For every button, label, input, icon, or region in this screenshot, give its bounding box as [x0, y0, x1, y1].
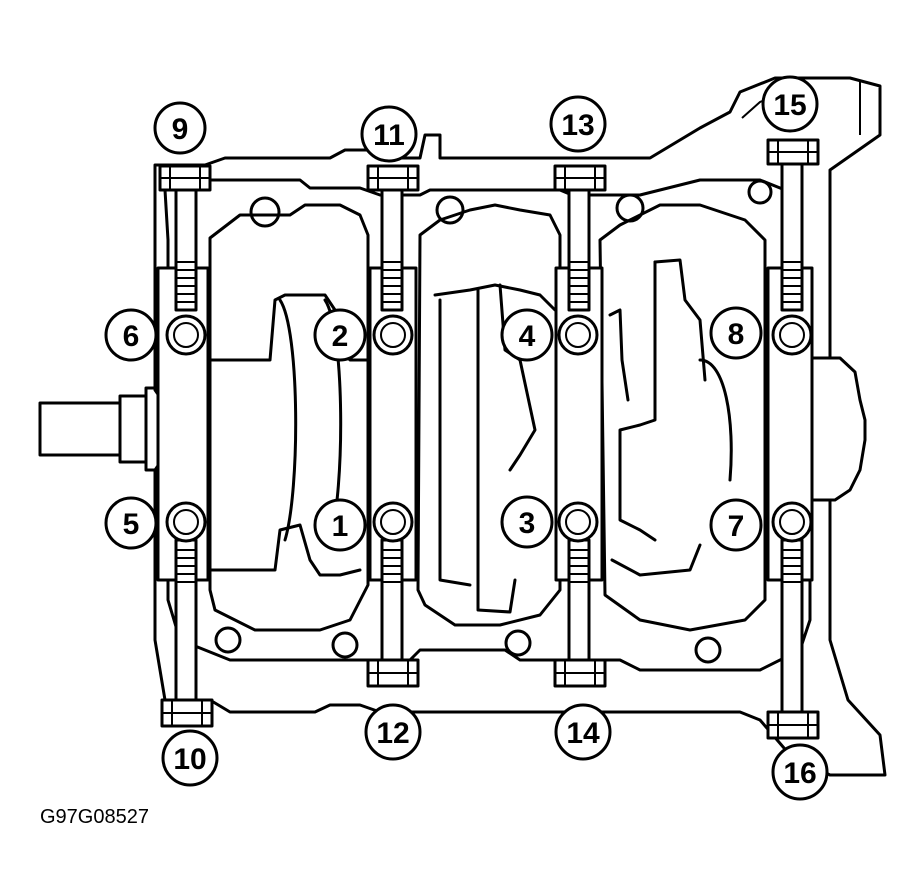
bolt-heads-top-view: [165, 314, 813, 543]
svg-text:10: 10: [173, 743, 206, 776]
callout-14: 14: [554, 703, 612, 761]
svg-text:13: 13: [561, 109, 594, 142]
crankshaft: [208, 258, 733, 614]
oil-holes: [214, 179, 773, 664]
svg-text:8: 8: [728, 318, 745, 351]
callout-3: 3: [500, 495, 554, 549]
bolt-11: [366, 164, 420, 312]
bolt-10: [160, 538, 214, 728]
callout-9: 9: [153, 101, 207, 155]
bolt-15: [766, 138, 820, 312]
callout-15: 15: [761, 75, 819, 133]
callout-10: 10: [161, 729, 219, 787]
callout-2: 2: [313, 308, 367, 362]
svg-text:5: 5: [123, 508, 140, 541]
svg-text:12: 12: [376, 717, 409, 750]
svg-text:9: 9: [172, 113, 189, 146]
callout-5: 5: [104, 496, 158, 550]
svg-text:15: 15: [773, 89, 806, 122]
crankshaft-nose: [38, 386, 168, 472]
callout-1: 1: [313, 498, 367, 552]
callout-11: 11: [360, 105, 418, 163]
callout-13: 13: [549, 95, 607, 153]
svg-text:2: 2: [332, 320, 349, 353]
crankshaft-rear-flange: [810, 356, 867, 502]
callout-4: 4: [500, 308, 554, 362]
svg-text:6: 6: [123, 320, 140, 353]
callout-7: 7: [709, 498, 763, 552]
inner-outline: [163, 178, 812, 672]
bolt-12: [366, 538, 420, 688]
svg-text:4: 4: [519, 320, 536, 353]
svg-text:14: 14: [566, 717, 600, 750]
svg-text:16: 16: [783, 757, 816, 790]
bolt-9: [158, 164, 212, 312]
svg-text:3: 3: [519, 507, 536, 540]
svg-text:11: 11: [373, 119, 405, 152]
callout-6: 6: [104, 308, 158, 362]
bolt-13: [553, 164, 607, 312]
bolt-14: [553, 538, 607, 688]
svg-text:1: 1: [332, 510, 349, 543]
callout-16: 16: [771, 743, 829, 801]
callout-12: 12: [364, 703, 422, 761]
callout-8: 8: [709, 306, 763, 360]
figure-code: G97G08527: [40, 806, 149, 828]
svg-text:7: 7: [728, 510, 745, 543]
